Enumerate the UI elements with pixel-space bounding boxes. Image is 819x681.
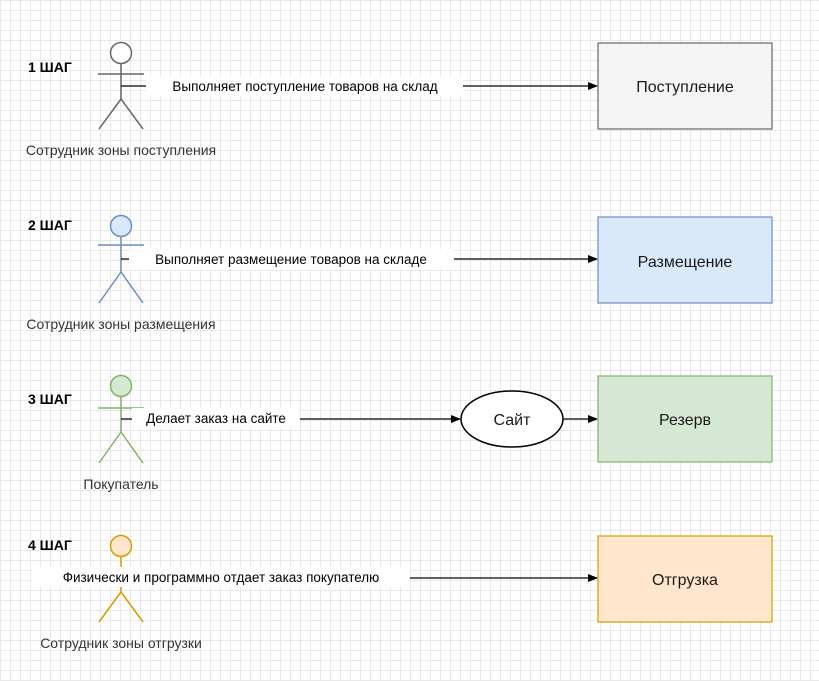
actor-3-label: Покупатель bbox=[83, 476, 158, 492]
actor-3-icon[interactable] bbox=[98, 374, 144, 464]
step-3: 3 ШАГ Покупатель Делает заказ на сайте С… bbox=[28, 374, 773, 492]
actor-4-label: Сотрудник зоны отгрузки bbox=[40, 635, 202, 651]
edge-2-label: Выполняет размещение товаров на складе bbox=[155, 252, 427, 267]
edge-3-label-bg bbox=[132, 408, 300, 428]
actor-1-icon[interactable] bbox=[98, 41, 144, 130]
node-razmeschenie-label: Размещение bbox=[638, 254, 733, 271]
node-otgruzka-label: Отгрузка bbox=[652, 572, 718, 589]
step-4-label: 4 ШАГ bbox=[28, 537, 72, 553]
node-sait-label: Сайт bbox=[494, 412, 532, 429]
edge-4-label: Физически и программно отдает заказ поку… bbox=[63, 570, 380, 585]
step-2-label: 2 ШАГ bbox=[28, 217, 72, 233]
step-4: 4 ШАГ Сотрудник зоны отгрузки Физически … bbox=[28, 534, 773, 651]
node-razmeschenie[interactable] bbox=[597, 216, 773, 304]
node-postuplenie-label: Поступление bbox=[636, 79, 734, 96]
edge-1-label-bg bbox=[146, 76, 463, 96]
node-rezerv[interactable] bbox=[597, 375, 773, 463]
step-2: 2 ШАГ Сотрудник зоны размещения Выполняе… bbox=[26, 214, 773, 332]
step-3-label: 3 ШАГ bbox=[28, 391, 72, 407]
step-1: 1 ШАГ Сотрудник зоны поступления Выполня… bbox=[26, 41, 773, 158]
actor-1-label: Сотрудник зоны поступления bbox=[26, 142, 216, 158]
edge-2-label-bg bbox=[129, 249, 454, 269]
edge-3-label: Делает заказ на сайте bbox=[146, 411, 286, 426]
actor-2-icon[interactable] bbox=[98, 214, 144, 304]
edge-4-label-bg bbox=[32, 567, 410, 587]
node-postuplenie[interactable] bbox=[597, 42, 773, 130]
node-rezerv-label: Резерв bbox=[659, 412, 711, 429]
node-otgruzka[interactable] bbox=[597, 535, 773, 623]
step-1-label: 1 ШАГ bbox=[28, 59, 72, 75]
edge-1-label: Выполняет поступление товаров на склад bbox=[172, 79, 437, 94]
actor-2-label: Сотрудник зоны размещения bbox=[26, 316, 215, 332]
